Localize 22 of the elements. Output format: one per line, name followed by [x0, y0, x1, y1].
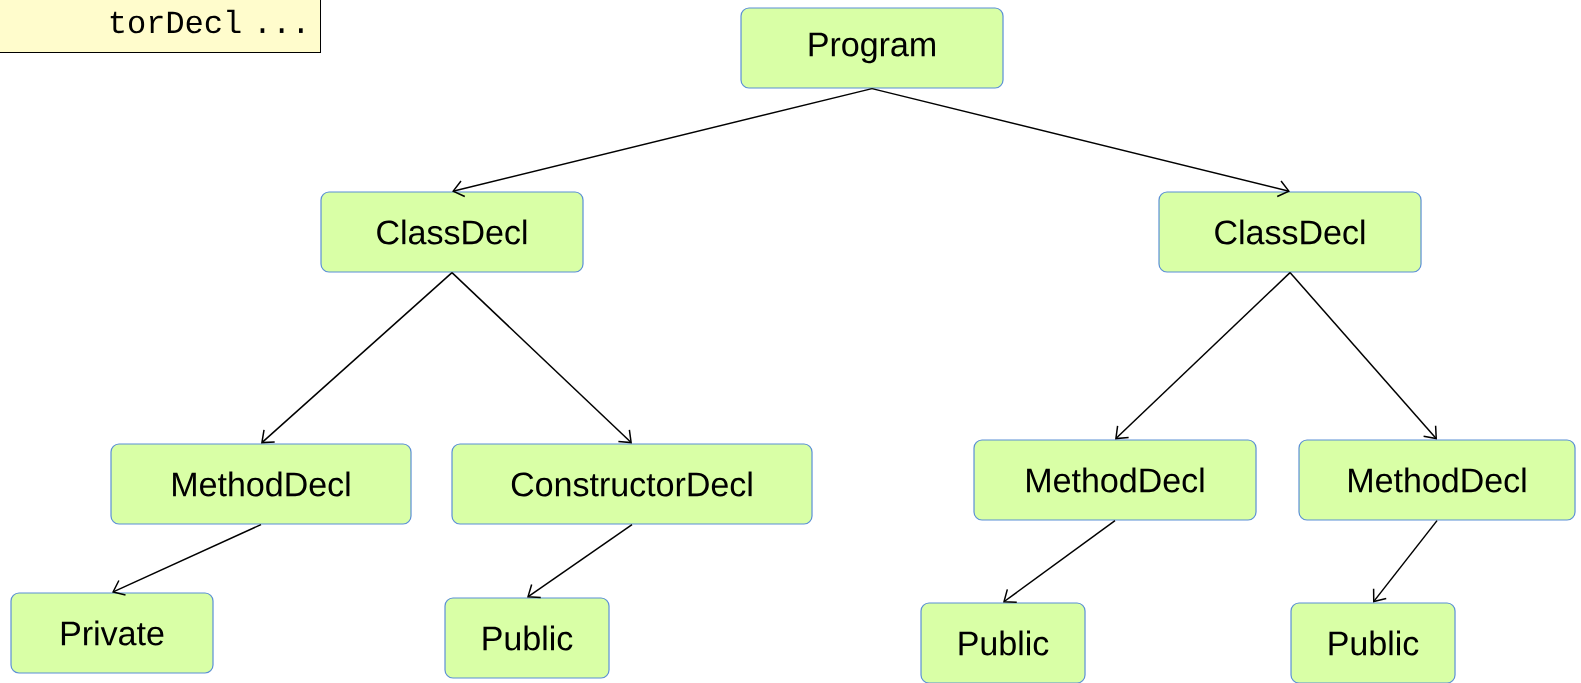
arrow [1289, 271, 1438, 440]
tree-node: ClassDecl [320, 191, 584, 273]
tree-node: Public [1290, 602, 1456, 683]
tree-node: MethodDecl [110, 443, 412, 525]
tree-node: MethodDecl [973, 439, 1257, 521]
tree-node: MethodDecl [1298, 439, 1576, 521]
arrow [871, 87, 1290, 198]
arrow [1003, 519, 1116, 603]
tree-node: Public [444, 597, 610, 679]
arrow [261, 271, 453, 444]
tree-node: Private [10, 592, 214, 674]
arrow [1115, 271, 1291, 440]
arrow [452, 87, 873, 198]
arrow [1372, 519, 1438, 603]
arrow [451, 271, 632, 444]
note-box: torDecl ... [0, 0, 321, 53]
tree-node: Public [920, 602, 1086, 683]
tree-node: Program [740, 7, 1004, 89]
arrow [112, 523, 262, 596]
arrow [527, 523, 633, 599]
tree-node: ConstructorDecl [451, 443, 813, 525]
tree-node: ClassDecl [1158, 191, 1422, 273]
